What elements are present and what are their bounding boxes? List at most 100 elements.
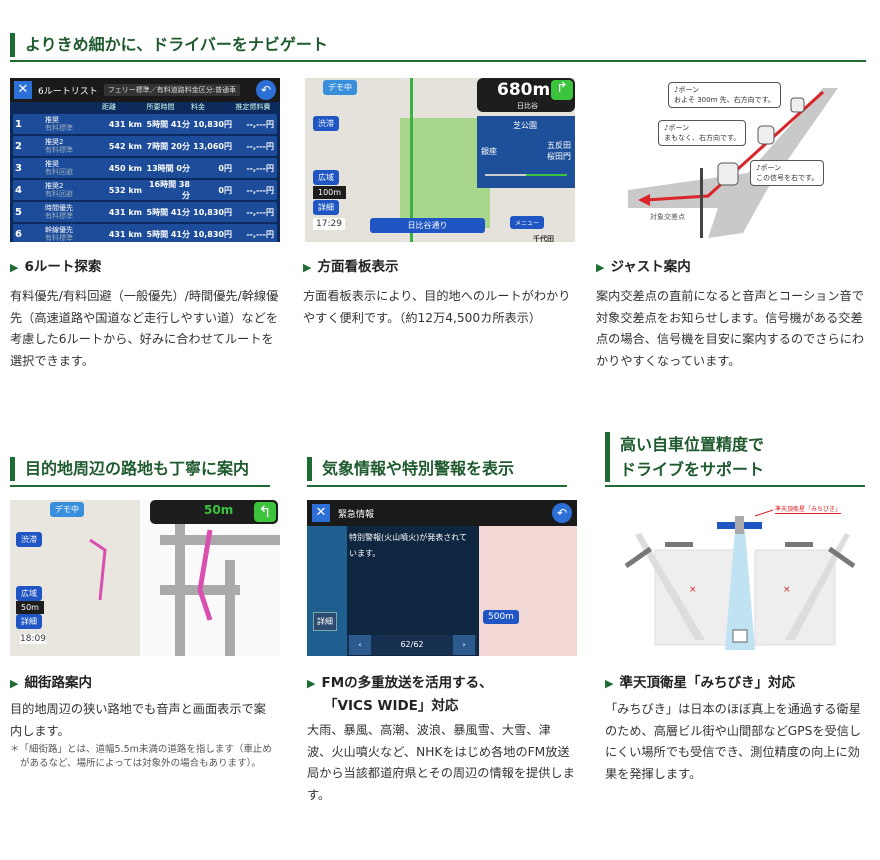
route-lines xyxy=(89,520,280,656)
route-row: 5 時間優先有料標準 431 km 5時間 41分 10,830円 --,---… xyxy=(13,202,277,222)
route-fuel: --,---円 xyxy=(246,207,274,217)
triangle-icon: ▶ xyxy=(10,261,19,274)
col-header: 推定燃料費 xyxy=(235,103,271,111)
close-icon: ✕ xyxy=(312,504,330,522)
satellite-illustration: × × 準天頂衛星「みちびき」 xyxy=(605,500,875,656)
route-name: 幹線優先有料標準 xyxy=(45,226,73,242)
alert-message: 特別警報(火山噴火)が発表されています。 xyxy=(349,533,468,558)
route-fuel: --,---円 xyxy=(246,185,274,195)
narrow-street-screenshot: デモ中 渋滞 広域 50m 詳細 18:09 50m ↰ xyxy=(10,500,280,656)
route-distance: 431 km xyxy=(108,207,142,217)
route-number: 6 xyxy=(15,228,22,240)
route-fuel: --,---円 xyxy=(246,119,274,129)
caption-text: 準天頂衛星「みちびき」対応 xyxy=(619,675,795,691)
caption-text: 方面看板表示 xyxy=(317,259,399,275)
feature-caption: ▶ 6ルート探索 xyxy=(10,256,101,279)
emergency-info-screenshot: ✕ 緊急情報 ↶ 特別警報(火山噴火)が発表されています。 500m 詳細 ‹ … xyxy=(307,500,577,656)
svg-text:×: × xyxy=(689,585,697,595)
signboard-map-screenshot: デモ中 渋滞 広域 100m 詳細 17:29 日比谷通り メニュー 千代田 6… xyxy=(305,78,575,242)
distance-to-turn: 50m xyxy=(204,503,234,517)
triangle-icon: ▶ xyxy=(10,677,19,690)
route-list-screenshot: ✕ 6ルートリスト フェリー標準／有料道路料金区分:普通車 ↶ 距離 所要時間 … xyxy=(10,78,280,242)
sign-west: 銀座 xyxy=(481,147,497,156)
back-icon: ↶ xyxy=(552,503,572,523)
detail-button: 詳細 xyxy=(313,200,339,215)
route-fee: 0円 xyxy=(218,185,232,195)
triangle-icon: ▶ xyxy=(303,261,312,274)
route-time: 5時間 41分 xyxy=(146,119,190,129)
svg-text:×: × xyxy=(783,585,791,595)
section-divider xyxy=(307,485,567,487)
satellite-label: 準天頂衛星「みちびき」 xyxy=(775,506,842,514)
close-icon: ✕ xyxy=(14,81,32,99)
intersection-label: 対象交差点 xyxy=(650,213,685,221)
route-time: 13時間 0分 xyxy=(146,163,190,173)
scale-label: 100m xyxy=(313,186,347,199)
route-row: 3 推奨有料回避 450 km 13時間 0分 0円 --,---円 xyxy=(13,158,277,178)
feature-description: 「みちびき」は日本のほぼ真上を通過する衛星のため、高層ビル街や山間部などGPSを… xyxy=(605,702,862,781)
route-fee: 10,830円 xyxy=(193,207,232,217)
caption-text: FMの多重放送を活用する、「VICS WIDE」対応 xyxy=(321,675,493,714)
wide-button: 広域 xyxy=(313,170,339,185)
route-distance: 532 km xyxy=(108,185,142,195)
menu-button: メニュー xyxy=(510,216,545,229)
section-divider xyxy=(10,60,866,62)
route-number: 2 xyxy=(15,140,22,152)
distance-to-turn: 680m xyxy=(497,80,551,100)
traffic-button: 渋滞 xyxy=(313,116,339,131)
section-title: 目的地周辺の路地も丁寧に案内 xyxy=(10,457,249,481)
route-distance: 431 km xyxy=(108,229,142,239)
section-title: 気象情報や特別警報を表示 xyxy=(307,457,514,481)
satellite-diagram: × × xyxy=(624,509,856,650)
route-time: 5時間 41分 xyxy=(146,207,190,217)
route-row: 1 推奨有料標準 431 km 5時間 41分 10,830円 --,---円 xyxy=(13,114,277,134)
scale-label: 50m xyxy=(16,601,44,614)
sign-north: 芝公園 xyxy=(513,121,537,130)
route-name: 時間優先有料標準 xyxy=(45,204,73,220)
col-header: 所要時間 xyxy=(146,103,175,111)
feature-caption: ▶準天頂衛星「みちびき」対応 xyxy=(605,672,795,695)
turn-right-icon: ↱ xyxy=(551,80,573,100)
route-time: 5時間 41分 xyxy=(146,229,190,239)
route-fuel: --,---円 xyxy=(246,229,274,239)
footnote: ＊「細街路」とは、道幅5.5m未満の道路を指します（車止めがあるなど、場所によっ… xyxy=(10,744,272,769)
back-icon: ↶ xyxy=(256,80,276,100)
speech-bubble: ♪ポーン およそ 300m 先、右方向です。 xyxy=(668,82,781,108)
caption-text: 6ルート探索 xyxy=(24,259,102,275)
speech-bubble: ♪ポーン この信号を右です。 xyxy=(750,160,825,186)
route-fee: 0円 xyxy=(218,163,232,173)
route-fuel: --,---円 xyxy=(246,141,274,151)
route-name: 推奨有料標準 xyxy=(45,116,73,132)
caption-text: ジャスト案内 xyxy=(610,259,691,275)
screen-title: 6ルートリスト xyxy=(38,86,98,97)
route-fee: 13,060円 xyxy=(193,141,232,151)
section-title: よりきめ細かに、ドライバーをナビゲート xyxy=(10,33,328,57)
demo-badge: デモ中 xyxy=(50,502,84,517)
intersection-illustration xyxy=(628,88,838,238)
junction-name: 日比谷 xyxy=(517,102,538,110)
traffic-button: 渋滞 xyxy=(16,532,42,547)
col-header: 料金 xyxy=(191,103,205,111)
route-number: 4 xyxy=(15,184,22,196)
route-time: 16時間 38分 xyxy=(148,180,190,200)
turn-left-icon: ↰ xyxy=(254,502,276,522)
route-number: 1 xyxy=(15,118,22,130)
route-number: 5 xyxy=(15,206,22,218)
feature-caption: ▶ ジャスト案内 xyxy=(596,256,691,279)
section-divider xyxy=(605,485,865,487)
speech-bubble: ♪ポーン まもなく、右方向です。 xyxy=(658,120,747,146)
next-icon: › xyxy=(453,635,475,655)
demo-badge: デモ中 xyxy=(323,80,357,95)
triangle-icon: ▶ xyxy=(596,261,605,274)
just-guidance-illustration: ♪ポーン およそ 300m 先、右方向です。 ♪ポーン まもなく、右方向です。 … xyxy=(598,78,868,242)
screen-title: 緊急情報 xyxy=(338,509,375,520)
route-distance: 431 km xyxy=(108,119,142,129)
route-name: 推奨有料回避 xyxy=(45,160,73,176)
feature-description: 方面看板表示により、目的地へのルートがわかりやすく便利です。（約12万4,500… xyxy=(303,289,571,325)
col-header: 距離 xyxy=(102,103,116,111)
route-row: 6 幹線優先有料標準 431 km 5時間 41分 10,830円 --,---… xyxy=(13,224,277,242)
conditions: フェリー標準／有料道路料金区分:普通車 xyxy=(103,84,241,96)
